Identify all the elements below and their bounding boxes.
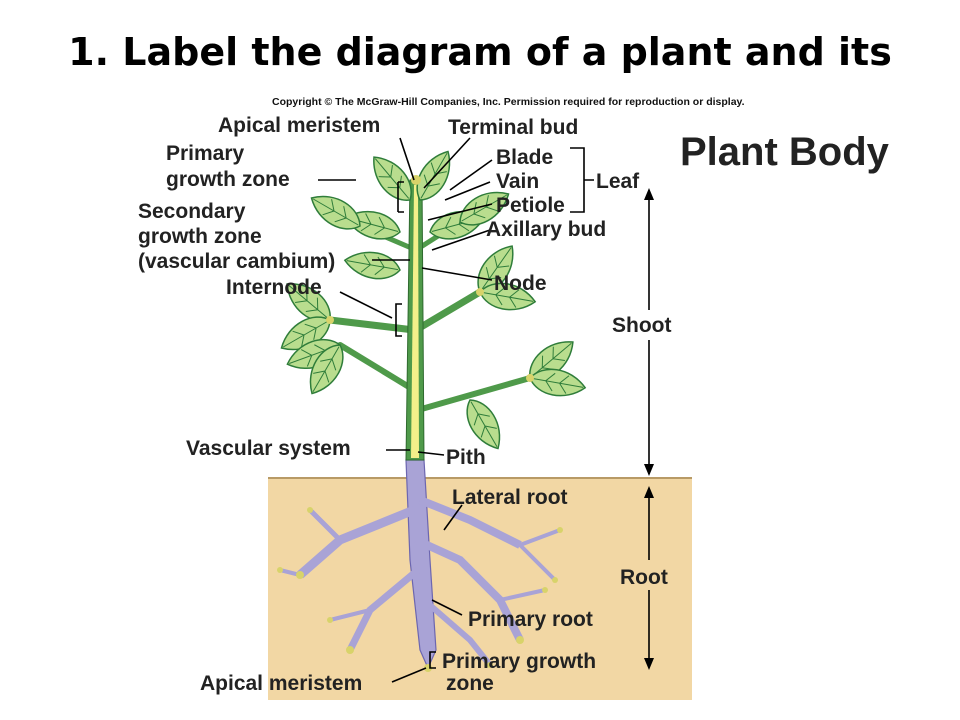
label-primary-growth-zone-bottom-line1: Primary growth [442, 650, 596, 673]
label-internode: Internode [226, 276, 322, 299]
label-secondary-line2: growth zone [138, 225, 262, 248]
label-lateral-root: Lateral root [452, 486, 568, 509]
label-petiole: Petiole [496, 194, 565, 217]
copyright-notice: Copyright © The McGraw-Hill Companies, I… [272, 96, 745, 108]
label-primary-line1: Primary [166, 142, 245, 165]
stem-core [411, 185, 419, 458]
soil [268, 478, 692, 700]
label-growth-zone-line2: growth zone [166, 168, 290, 191]
root-tips [277, 507, 563, 672]
label-terminal-bud: Terminal bud [448, 116, 578, 139]
label-node: Node [494, 272, 547, 295]
leader-lines [318, 137, 654, 683]
label-secondary-line1: Secondary [138, 200, 246, 223]
label-vascular-system: Vascular system [186, 437, 351, 460]
label-leaf: Leaf [596, 170, 640, 193]
label-pith: Pith [446, 446, 486, 469]
label-secondary-line3: (vascular cambium) [138, 250, 335, 273]
label-vain: Vain [496, 170, 539, 193]
label-apical-meristem-top: Apical meristem [218, 114, 380, 137]
root-system [279, 459, 561, 670]
slide-title: 1. Label the diagram of a plant and its [68, 30, 892, 74]
label-axillary-bud: Axillary bud [486, 218, 606, 241]
label-primary-growth-zone-bottom-line2: zone [446, 672, 494, 695]
label-primary-root: Primary root [468, 608, 593, 631]
label-shoot: Shoot [612, 314, 671, 337]
label-apical-meristem-bottom: Apical meristem [200, 672, 362, 695]
label-blade: Blade [496, 146, 553, 169]
figure-title: Plant Body [680, 130, 889, 174]
label-root: Root [620, 566, 668, 589]
